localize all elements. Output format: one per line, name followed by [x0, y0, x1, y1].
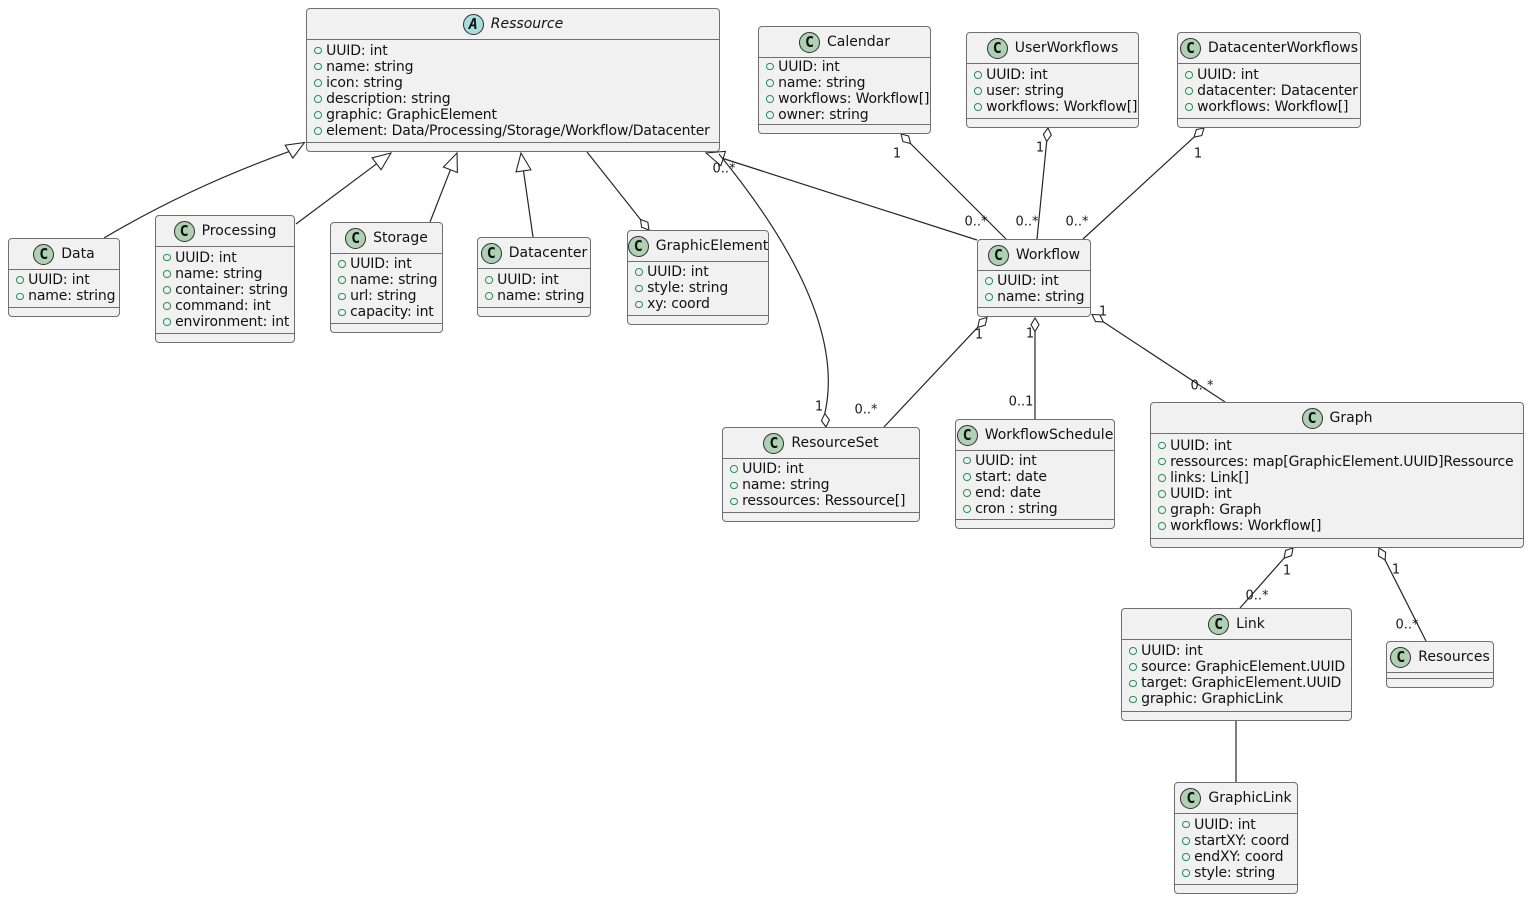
aggregation-line [1102, 321, 1226, 403]
inheritance-line [429, 169, 451, 223]
aggregation-diamond-icon [1042, 126, 1052, 143]
aggregation-line [910, 143, 1007, 240]
aggregation-diamond-icon [1283, 547, 1294, 559]
edge-userworkflows-workflow [1036, 126, 1052, 240]
aggregation-diamond-icon [900, 133, 912, 145]
edge-graph-link [1239, 547, 1294, 609]
inheritance-line [722, 157, 978, 241]
aggregation-line [1036, 141, 1048, 240]
edge-calendar-workflow [900, 133, 1007, 240]
aggregation-line [718, 153, 829, 414]
aggregation-diamond-icon [1091, 313, 1105, 323]
aggregation-line [1384, 559, 1427, 642]
edge-data-extends-ressource [103, 141, 306, 239]
inheritance-arrow-icon [284, 141, 306, 160]
aggregation-diamond-icon [639, 218, 650, 231]
aggregation-line [1082, 136, 1195, 240]
aggregation-line [586, 151, 641, 220]
edge-workflow-workflowschedule [1030, 316, 1040, 419]
edge-processing-extends-ressource [295, 152, 393, 225]
edge-resourceset-ressource [718, 153, 831, 429]
inheritance-arrow-icon [515, 151, 532, 173]
edge-workflow-extends-ressource [704, 150, 978, 241]
aggregation-diamond-icon [976, 316, 988, 329]
edge-workflow-resourceset [883, 316, 988, 428]
aggregation-diamond-icon [820, 412, 831, 429]
inheritance-arrow-icon [442, 151, 458, 174]
edge-datacenterworkflows-workflow [1082, 127, 1205, 240]
edge-storage-extends-ressource [429, 151, 458, 223]
aggregation-line [1239, 557, 1285, 609]
inheritance-line [295, 163, 377, 225]
inheritance-line [522, 170, 534, 238]
edge-datacenter-extends-ressource [515, 151, 534, 238]
aggregation-diamond-icon [1193, 127, 1205, 138]
edge-graph-resources [1377, 547, 1427, 642]
edge-workflow-graph [1091, 313, 1226, 403]
edge-ressource-graphicelement [586, 151, 650, 231]
aggregation-diamond-icon [1377, 547, 1387, 562]
inheritance-arrow-icon [371, 152, 393, 171]
aggregation-line [883, 326, 979, 428]
inheritance-line [103, 151, 290, 239]
aggregation-diamond-icon [1030, 316, 1040, 333]
